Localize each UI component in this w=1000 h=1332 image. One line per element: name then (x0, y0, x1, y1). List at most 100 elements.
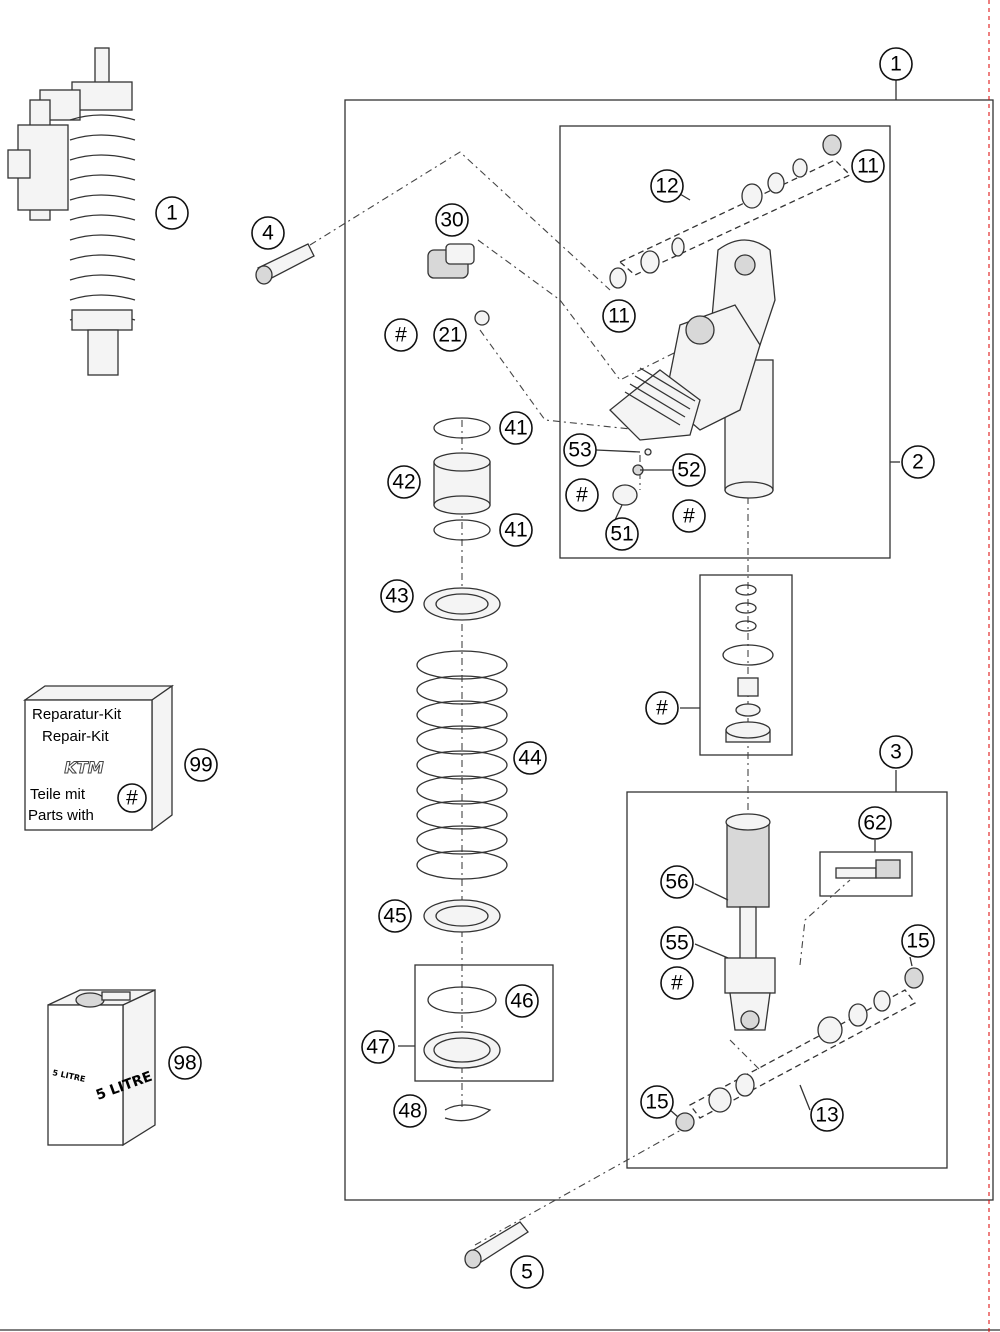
svg-text:98: 98 (173, 1052, 196, 1075)
callout-21-hash: # (384, 318, 418, 352)
callout-53: 53 (563, 433, 597, 467)
callout-13: 13 (810, 1098, 844, 1132)
callout-41-bottom: 41 (499, 513, 533, 547)
seal-kit-parts (722, 584, 774, 743)
callout-44: 44 (513, 741, 547, 775)
bushings-13 (675, 967, 924, 1132)
svg-text:12: 12 (655, 175, 678, 198)
kit-brand-logo: KTM (64, 758, 103, 777)
callout-2: 2 (901, 445, 935, 479)
callout-43: 43 (380, 579, 414, 613)
oil-can-5-litre: 5 LITRE 5 LITRE (47, 988, 156, 1147)
callout-15-top: 15 (901, 924, 935, 958)
svg-text:52: 52 (677, 459, 700, 482)
callout-hash-left: # (565, 478, 599, 512)
part-21 (474, 310, 490, 326)
callout-48: 48 (393, 1094, 427, 1128)
spring-parts (423, 417, 501, 621)
callout-11-left: 11 (602, 299, 636, 333)
adjuster-30 (427, 243, 475, 279)
callout-30: 30 (435, 203, 469, 237)
kit-hash-symbol: # (117, 783, 147, 813)
kit-line-3: Teile mit (30, 786, 86, 803)
callout-56: 56 (660, 865, 694, 899)
svg-text:#: # (576, 484, 588, 507)
svg-text:48: 48 (398, 1100, 421, 1123)
svg-text:62: 62 (863, 812, 886, 835)
svg-text:1: 1 (890, 53, 902, 76)
bushings-12 (609, 134, 852, 289)
callout-51: 51 (605, 517, 639, 551)
callout-52: 52 (672, 453, 706, 487)
svg-text:99: 99 (189, 754, 212, 777)
svg-text:41: 41 (504, 519, 527, 542)
svg-text:41: 41 (504, 417, 527, 440)
svg-text:43: 43 (385, 585, 408, 608)
callout-11-top: 11 (851, 149, 885, 183)
svg-text:42: 42 (392, 471, 415, 494)
spring-44 (416, 650, 508, 880)
callout-12: 12 (650, 169, 684, 203)
svg-text:11: 11 (857, 155, 879, 178)
svg-text:53: 53 (568, 439, 591, 462)
callout-99: 99 (184, 748, 218, 782)
svg-text:46: 46 (510, 990, 533, 1013)
kit-line-1: Reparatur-Kit (32, 706, 122, 723)
svg-text:30: 30 (440, 209, 463, 232)
kit-line-2: Repair-Kit (42, 728, 110, 745)
svg-text:51: 51 (610, 523, 633, 546)
svg-text:13: 13 (815, 1104, 838, 1127)
callout-hash-seal: # (645, 691, 679, 725)
callout-42: 42 (387, 465, 421, 499)
callout-21: 21 (433, 318, 467, 352)
svg-text:#: # (126, 787, 138, 810)
svg-text:11: 11 (608, 305, 630, 328)
seal-kit-frame (699, 574, 793, 756)
callout-15-bottom: 15 (640, 1085, 674, 1119)
spring-seat-frame (414, 964, 554, 1082)
callout-1-top: 1 (879, 47, 913, 81)
complete-shock-absorber (7, 47, 136, 376)
kit-line-4: Parts with (28, 807, 94, 824)
svg-text:45: 45 (383, 905, 406, 928)
svg-text:15: 15 (906, 930, 929, 953)
svg-text:47: 47 (366, 1036, 389, 1059)
piston-group-frame (626, 791, 948, 1169)
callout-hash-55: # (660, 966, 694, 1000)
svg-text:15: 15 (645, 1091, 668, 1114)
svg-text:21: 21 (438, 324, 461, 347)
housing-group-frame (559, 125, 891, 559)
svg-text:#: # (671, 972, 683, 995)
svg-text:#: # (656, 697, 668, 720)
callout-98: 98 (168, 1046, 202, 1080)
svg-text:3: 3 (890, 741, 902, 764)
svg-text:5: 5 (521, 1261, 533, 1284)
callout-46: 46 (505, 984, 539, 1018)
shock-body-2 (609, 239, 776, 499)
callout-41-top: 41 (499, 411, 533, 445)
callout-3: 3 (879, 735, 913, 769)
callout-47: 47 (361, 1030, 395, 1064)
repair-kit-box: Reparatur-Kit Repair-Kit KTM Teile mit P… (22, 684, 175, 832)
assembly-frame (344, 99, 994, 1201)
callout-hash-right: # (672, 499, 706, 533)
svg-text:55: 55 (665, 932, 688, 955)
svg-text:1: 1 (166, 202, 178, 225)
svg-text:#: # (395, 324, 407, 347)
callout-45: 45 (378, 899, 412, 933)
callout-5: 5 (510, 1255, 544, 1289)
callout-55: 55 (660, 926, 694, 960)
svg-text:2: 2 (912, 451, 924, 474)
piston-rod-group (724, 813, 901, 1031)
svg-text:#: # (683, 505, 695, 528)
callout-62: 62 (858, 806, 892, 840)
svg-text:56: 56 (665, 871, 688, 894)
bolt-4 (255, 243, 315, 285)
valve-62-frame (819, 851, 913, 897)
svg-text:44: 44 (518, 747, 542, 770)
callout-4: 4 (251, 216, 285, 250)
bolt-5 (464, 1221, 529, 1269)
callout-1-left: 1 (155, 196, 189, 230)
svg-text:4: 4 (262, 222, 274, 245)
